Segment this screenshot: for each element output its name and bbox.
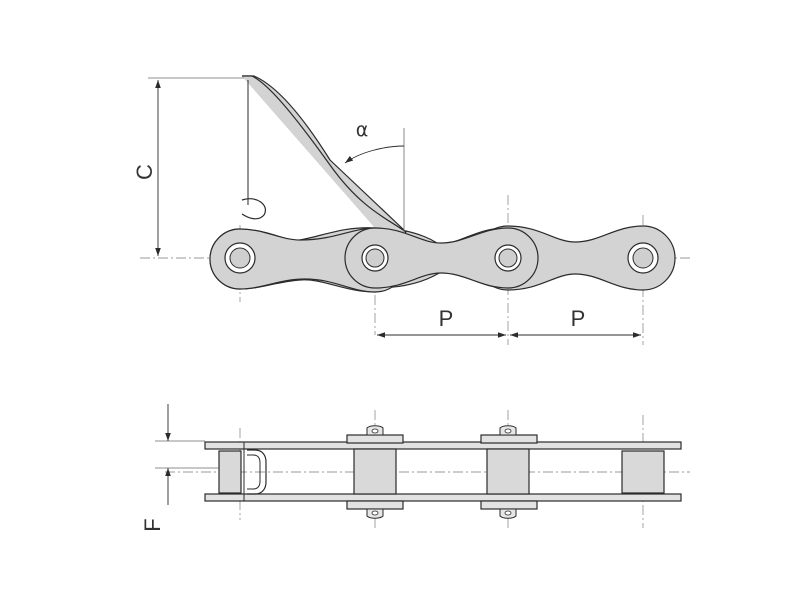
side-view: C α P P [132,75,690,345]
pin-plate-upper-3 [480,434,538,444]
pin-1 [229,247,251,269]
pin-end-lower-2 [371,510,379,516]
roller-4 [621,450,665,494]
top-plate-lower [204,493,682,502]
pin-plate-upper-2 [346,434,404,444]
top-plate-upper [204,441,682,450]
pin-2 [365,248,385,268]
attachment-bend [247,449,267,495]
top-view: F [140,404,690,532]
dim-c-label: C [132,164,157,180]
dim-pitch-right-label: P [571,306,586,331]
pin-3 [498,248,518,268]
pin-plate-lower-2 [346,500,404,510]
angle-label: α [356,119,369,141]
pin-plate-lower-3 [480,500,538,510]
pin-4 [632,247,654,269]
roller-3 [486,448,530,495]
link-plate-middle [344,227,539,289]
pin-end-upper-2 [371,428,379,434]
angle-arc [344,145,405,164]
roller-2 [353,448,397,495]
pin-end-lower-3 [504,510,512,516]
dim-f-label: F [140,518,165,531]
roller-1 [218,450,242,494]
attachment-bend-inner [247,454,261,490]
dim-pitch-left-label: P [439,306,454,331]
pin-end-upper-3 [504,428,512,434]
bracket-notch [241,198,266,220]
